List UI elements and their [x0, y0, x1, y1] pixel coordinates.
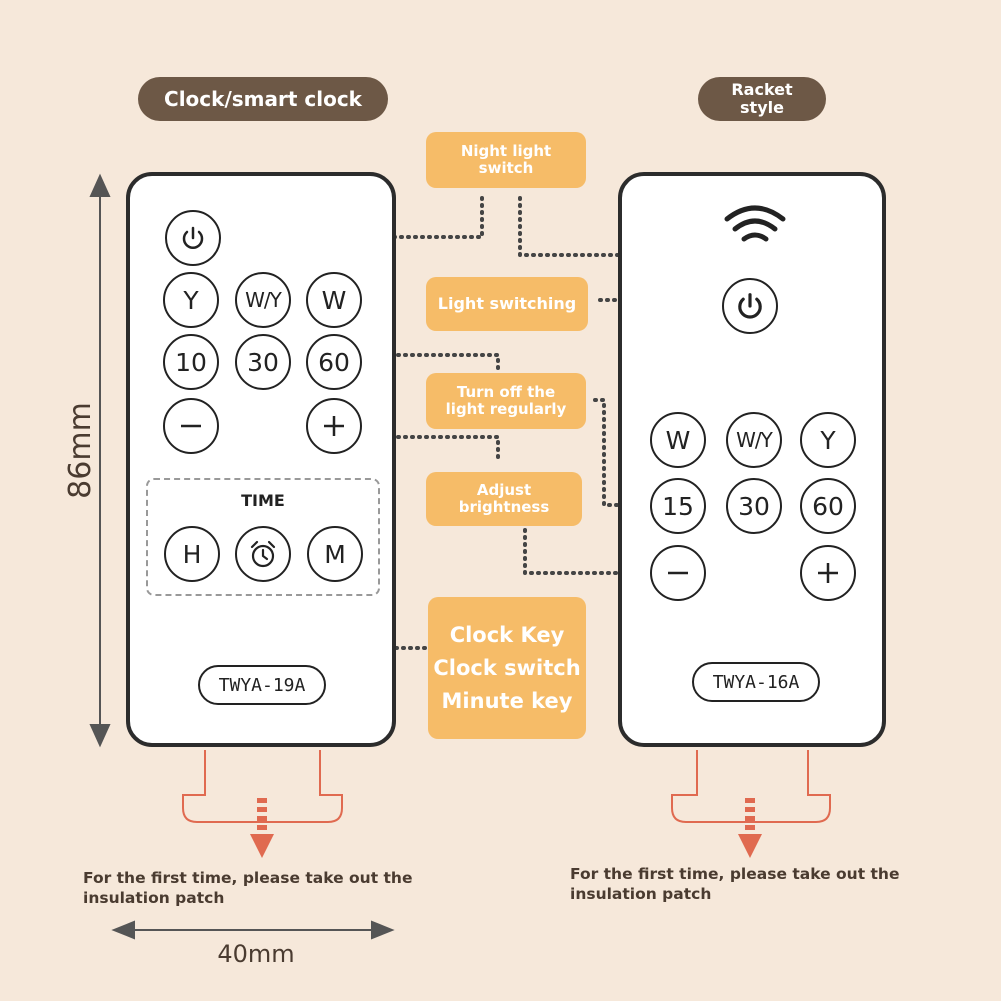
- right-btn-w[interactable]: W: [650, 412, 706, 468]
- callout-light-switching: Light switching: [426, 277, 588, 331]
- callout-night-light: Night light switch: [426, 132, 586, 188]
- callout-turn-off: Turn off the light regularly: [426, 373, 586, 429]
- right-plus-button[interactable]: [800, 545, 856, 601]
- hour-button[interactable]: H: [164, 526, 220, 582]
- minus-icon: [668, 571, 688, 575]
- right-btn-wy[interactable]: W/Y: [726, 412, 782, 468]
- width-dimension-arrow: [111, 920, 395, 940]
- clock-key-label: Clock Key: [449, 622, 565, 647]
- height-label-wrap: 86mm: [45, 402, 115, 499]
- right-minus-button[interactable]: [650, 545, 706, 601]
- right-btn-y[interactable]: Y: [800, 412, 856, 468]
- right-btn-15[interactable]: 15: [650, 478, 706, 534]
- right-model-label: TWYA-16A: [692, 662, 820, 702]
- left-minus-button[interactable]: [163, 398, 219, 454]
- clock-button[interactable]: [235, 526, 291, 582]
- left-model-label: TWYA-19A: [198, 665, 326, 705]
- pull-arrow-left: [250, 798, 274, 858]
- plus-icon: [818, 563, 838, 583]
- insulation-patch-right: [671, 750, 831, 823]
- pull-arrow-right: [738, 798, 762, 858]
- width-dimension-label: 40mm: [217, 940, 295, 968]
- time-group: [146, 478, 380, 596]
- left-title: Clock/smart clock: [138, 77, 388, 121]
- right-btn-30[interactable]: 30: [726, 478, 782, 534]
- callout-adjust-brightness: Adjust brightness: [426, 472, 582, 526]
- power-icon: [182, 226, 204, 249]
- right-title: Racket style: [698, 77, 826, 121]
- right-btn-60[interactable]: 60: [800, 478, 856, 534]
- alarm-clock-icon: [250, 540, 276, 568]
- power-icon: [738, 293, 762, 319]
- left-remote: [126, 172, 396, 747]
- left-btn-wy[interactable]: W/Y: [235, 272, 291, 328]
- power-button-right[interactable]: [722, 278, 778, 334]
- power-button-left[interactable]: [165, 210, 221, 266]
- plus-icon: [324, 416, 344, 436]
- minute-key-label: Minute key: [441, 688, 573, 713]
- left-insulation-note: For the first time, please take out the …: [83, 869, 413, 908]
- right-insulation-note: For the first time, please take out the …: [570, 865, 900, 904]
- height-dimension-label: 86mm: [62, 401, 98, 499]
- callout-clock-keys: Clock Key Clock switch Minute key: [428, 597, 586, 739]
- left-btn-10[interactable]: 10: [163, 334, 219, 390]
- left-btn-y[interactable]: Y: [163, 272, 219, 328]
- left-btn-30[interactable]: 30: [235, 334, 291, 390]
- wireless-signal-icon: [724, 205, 786, 242]
- minus-icon: [181, 424, 201, 428]
- left-plus-button[interactable]: [306, 398, 362, 454]
- left-btn-w[interactable]: W: [306, 272, 362, 328]
- height-dimension-arrow: [89, 173, 111, 748]
- insulation-patch-left: [182, 750, 343, 823]
- clock-switch-label: Clock switch: [433, 655, 581, 680]
- time-label: TIME: [241, 491, 285, 510]
- minute-button[interactable]: M: [307, 526, 363, 582]
- left-btn-60[interactable]: 60: [306, 334, 362, 390]
